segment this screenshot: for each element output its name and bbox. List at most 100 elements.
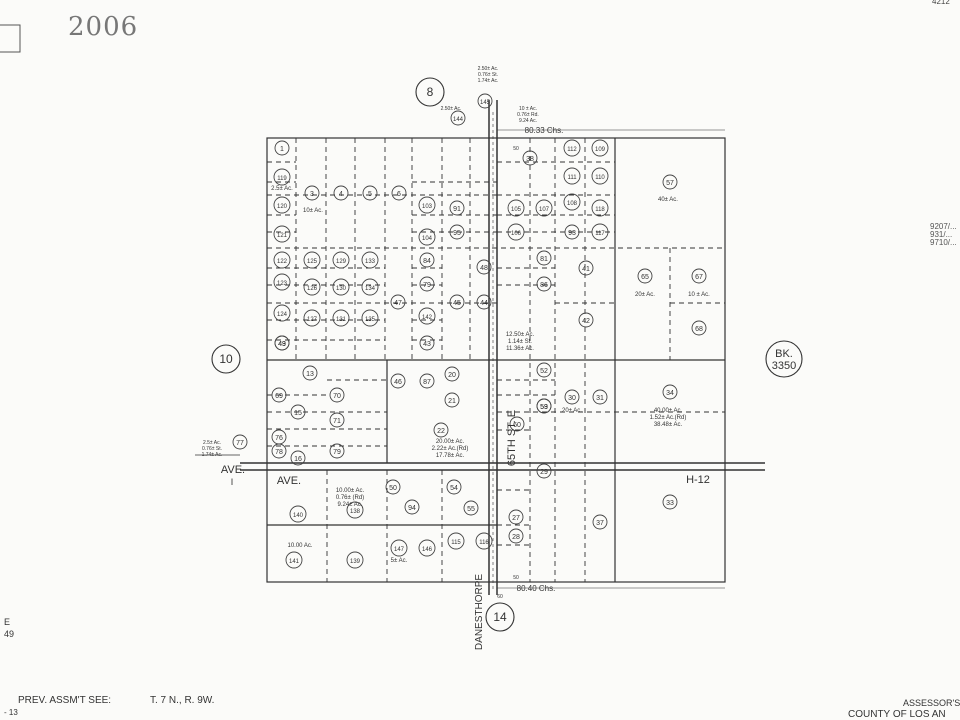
parcel-49[interactable]: 49 [274, 335, 290, 351]
parcel-125[interactable]: 125 [303, 251, 321, 269]
parcel-76[interactable]: 76 [271, 429, 287, 445]
parcel-121[interactable]: 121 [273, 225, 291, 243]
parcel-117[interactable]: 117 [591, 223, 609, 241]
parcel-55[interactable]: 55 [463, 500, 479, 516]
parcel-93[interactable]: 93 [564, 224, 580, 240]
parcel-91[interactable]: 91 [449, 200, 465, 216]
parcel-95[interactable]: 95 [449, 224, 465, 240]
parcel-27[interactable]: 27 [508, 509, 524, 525]
parcel-105[interactable]: 105 [507, 199, 525, 217]
parcel-122[interactable]: 122 [273, 251, 291, 269]
adjoining-book-west[interactable]: 10 [211, 344, 241, 374]
parcel-103[interactable]: 103 [418, 196, 436, 214]
parcel-4[interactable]: 4 [333, 185, 349, 201]
parcel-45[interactable]: 45 [449, 294, 465, 310]
parcel-65[interactable]: 65 [637, 268, 653, 284]
parcel-20[interactable]: 20 [444, 366, 460, 382]
parcel-60[interactable]: 60 [509, 416, 525, 432]
parcel-118[interactable]: 118 [591, 199, 609, 217]
parcel-47[interactable]: 47 [390, 294, 406, 310]
parcel-67[interactable]: 67 [691, 268, 707, 284]
parcel-110[interactable]: 110 [591, 167, 609, 185]
parcel-146[interactable]: 146 [418, 539, 436, 557]
parcel-126[interactable]: 126 [303, 278, 321, 296]
parcel-115[interactable]: 115 [447, 532, 465, 550]
parcel-number: 4 [339, 191, 343, 198]
parcel-84[interactable]: 84 [419, 252, 435, 268]
parcel-134[interactable]: 134 [361, 278, 379, 296]
parcel-78[interactable]: 78 [271, 443, 287, 459]
parcel-21[interactable]: 21 [444, 392, 460, 408]
parcel-6[interactable]: 6 [391, 185, 407, 201]
parcel-120[interactable]: 120 [273, 196, 291, 214]
parcel-77[interactable]: 77 [232, 434, 248, 450]
parcel-107[interactable]: 107 [535, 199, 553, 217]
parcel-131[interactable]: 131 [332, 309, 350, 327]
parcel-circle [361, 251, 379, 269]
parcel-123[interactable]: 123 [273, 273, 291, 291]
parcel-69[interactable]: 69 [271, 387, 287, 403]
parcel-119[interactable]: 119 [273, 168, 291, 186]
parcel-147[interactable]: 147 [390, 539, 408, 557]
parcel-30[interactable]: 30 [564, 389, 580, 405]
parcel-109[interactable]: 109 [591, 139, 609, 157]
parcel-38[interactable]: 38 [522, 150, 538, 166]
parcel-16[interactable]: 16 [290, 450, 306, 466]
parcel-144[interactable]: 144 [450, 110, 466, 126]
parcel-104[interactable]: 104 [418, 228, 436, 246]
parcel-43[interactable]: 43 [419, 335, 435, 351]
parcel-46[interactable]: 46 [390, 373, 406, 389]
parcel-37[interactable]: 37 [592, 514, 608, 530]
parcel-138[interactable]: 138 [346, 501, 364, 519]
parcel-142[interactable]: 142 [418, 307, 436, 325]
parcel-70[interactable]: 70 [329, 387, 345, 403]
parcel-129[interactable]: 129 [332, 251, 350, 269]
parcel-140[interactable]: 140 [289, 505, 307, 523]
parcel-79[interactable]: 79 [329, 443, 345, 459]
parcel-50[interactable]: 50 [385, 479, 401, 495]
parcel-41[interactable]: 41 [578, 260, 594, 276]
parcel-139[interactable]: 139 [346, 551, 364, 569]
parcel-141[interactable]: 141 [285, 551, 303, 569]
parcel-3[interactable]: 3 [304, 185, 320, 201]
parcel-22[interactable]: 22 [433, 422, 449, 438]
parcel-59[interactable]: 59 [536, 398, 552, 414]
parcel-33[interactable]: 33 [662, 494, 678, 510]
parcel-34[interactable]: 34 [662, 384, 678, 400]
parcel-130[interactable]: 130 [332, 278, 350, 296]
parcel-112[interactable]: 112 [563, 139, 581, 157]
parcel-111[interactable]: 111 [563, 167, 581, 185]
parcel-81[interactable]: 81 [536, 250, 552, 266]
parcel-127[interactable]: 127 [303, 309, 321, 327]
parcel-86[interactable]: 86 [536, 276, 552, 292]
parcel-29[interactable]: 29 [536, 463, 552, 479]
parcel-28[interactable]: 28 [508, 528, 524, 544]
parcel-133[interactable]: 133 [361, 251, 379, 269]
parcel-31[interactable]: 31 [592, 389, 608, 405]
parcel-108[interactable]: 108 [563, 193, 581, 211]
parcel-71[interactable]: 71 [329, 412, 345, 428]
parcel-13[interactable]: 13 [302, 365, 318, 381]
adjoining-book-east[interactable]: BK.3350 [765, 340, 803, 378]
parcel-135[interactable]: 135 [361, 309, 379, 327]
adjoining-book-north[interactable]: 8 [415, 77, 445, 107]
parcel-1[interactable]: 1 [274, 140, 290, 156]
parcel-79[interactable]: 79 [419, 276, 435, 292]
adjoining-book-south[interactable]: 14 [485, 602, 515, 632]
parcel-94[interactable]: 94 [404, 499, 420, 515]
parcel-116[interactable]: 116 [475, 532, 493, 550]
parcel-15[interactable]: 15 [290, 404, 306, 420]
parcel-124[interactable]: 124 [273, 304, 291, 322]
parcel-54[interactable]: 54 [446, 479, 462, 495]
parcel-5[interactable]: 5 [362, 185, 378, 201]
parcel-52[interactable]: 52 [536, 362, 552, 378]
acreage-label: 38.48± Ac. [654, 422, 683, 428]
parcel-42[interactable]: 42 [578, 312, 594, 328]
parcel-48[interactable]: 48 [476, 259, 492, 275]
parcel-57[interactable]: 57 [662, 174, 678, 190]
parcel-87[interactable]: 87 [419, 373, 435, 389]
parcel-106[interactable]: 106 [507, 223, 525, 241]
parcel-145[interactable]: 145 [477, 93, 493, 109]
parcel-44[interactable]: 44 [476, 294, 492, 310]
parcel-68[interactable]: 68 [691, 320, 707, 336]
